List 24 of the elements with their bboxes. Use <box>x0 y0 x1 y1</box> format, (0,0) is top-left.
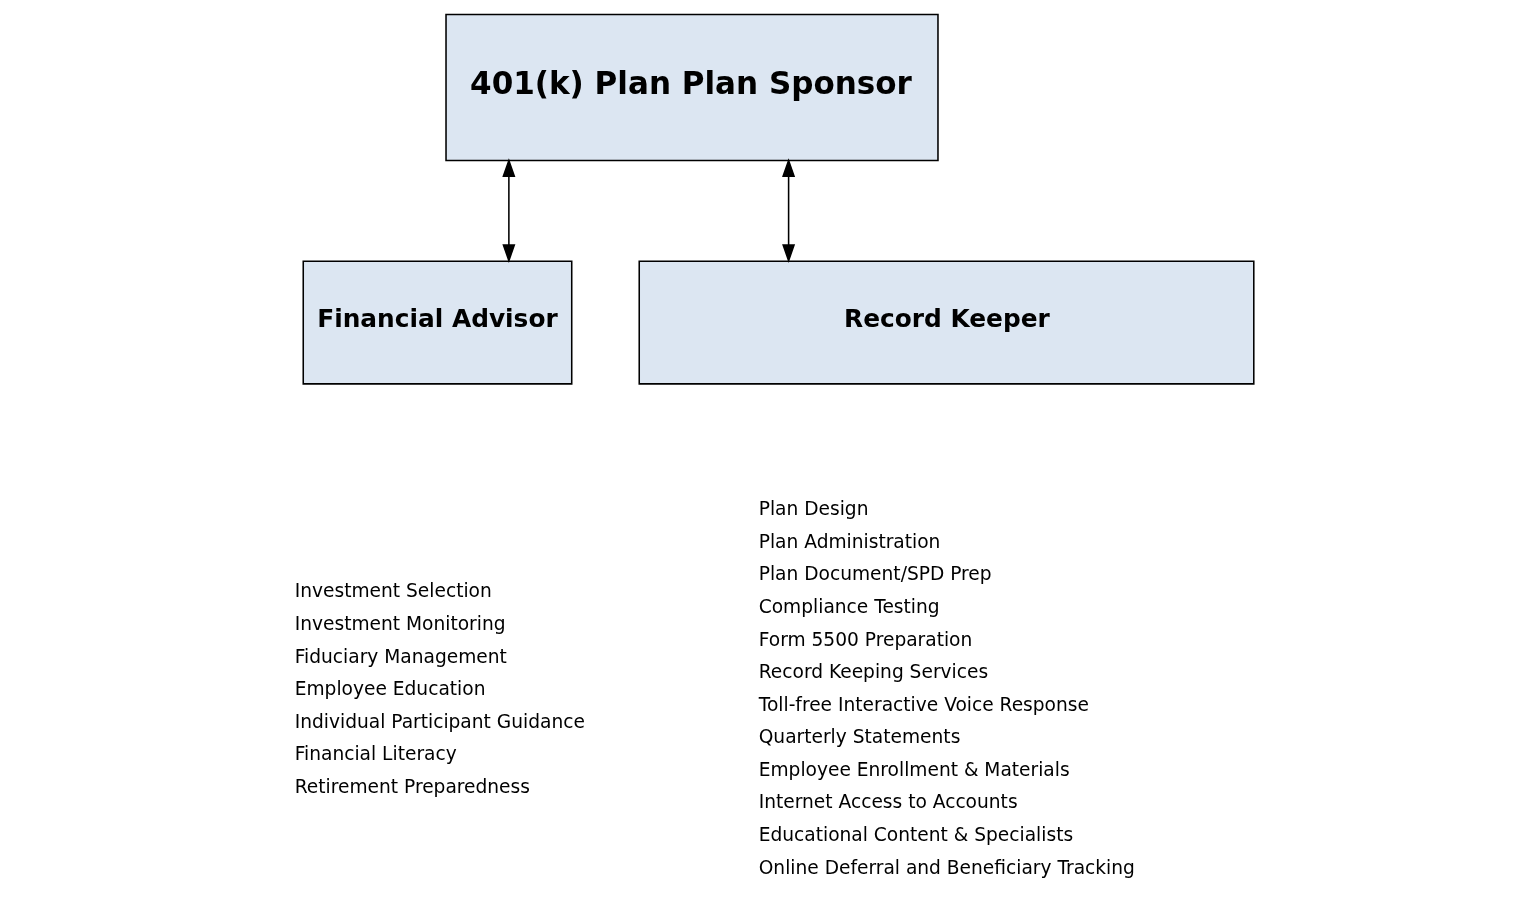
node-label: Plan Administration <box>758 530 941 552</box>
node-label: Quarterly Statements <box>758 726 961 748</box>
node-label: Form 5500 Preparation <box>758 628 973 650</box>
node-label: Educational Content & Specialists <box>758 824 1074 846</box>
arrow <box>502 158 516 263</box>
node-label: Financial Literacy <box>294 743 457 765</box>
node-label: Plan Document/SPD Prep <box>758 563 992 585</box>
node-label: Compliance Testing <box>758 595 940 617</box>
node-label: Toll-free Interactive Voice Response <box>758 693 1089 715</box>
node-label: Plan Design <box>758 498 869 520</box>
node-label: Investment Selection <box>294 580 492 602</box>
node-label: Employee Enrollment & Materials <box>758 758 1070 780</box>
node-box: 401(k) Plan Plan Sponsor <box>445 13 939 162</box>
node-label: Online Deferral and Beneficiary Tracking <box>758 856 1135 878</box>
node-box: Record Keeper <box>638 260 1255 385</box>
node-box: Financial Advisor <box>302 260 573 385</box>
node-label: Employee Education <box>294 678 486 700</box>
arrow <box>782 158 796 263</box>
node-label: Investment Monitoring <box>294 613 506 635</box>
node-label: Internet Access to Accounts <box>758 791 1018 813</box>
node-label: Individual Participant Guidance <box>294 710 585 732</box>
node-label: Retirement Preparedness <box>294 775 530 797</box>
node-label: Fiduciary Management <box>294 645 507 667</box>
node-label: Record Keeping Services <box>758 661 989 683</box>
